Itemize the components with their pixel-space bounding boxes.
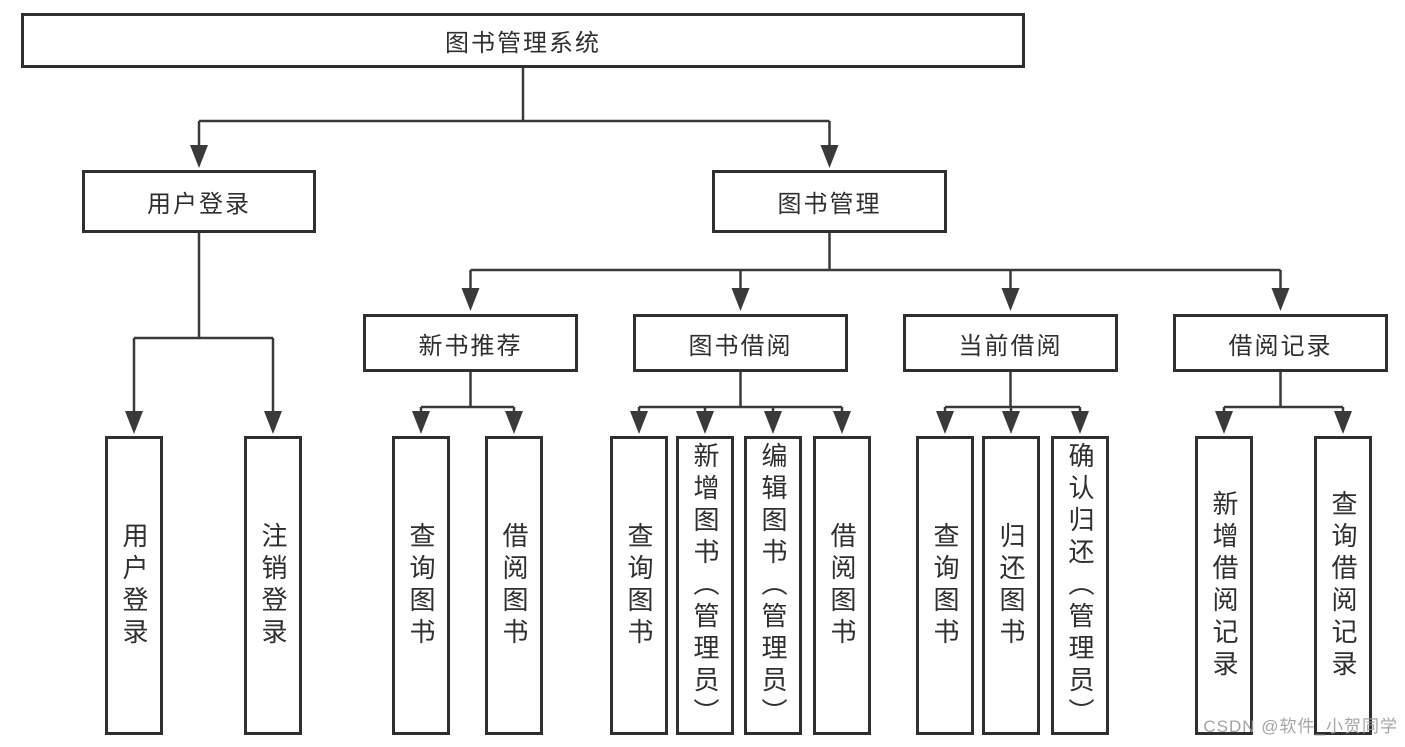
node-label: 图书管理系统 bbox=[445, 30, 601, 57]
arrowhead-icon bbox=[1215, 411, 1233, 434]
connector-borrowing-records-to-leaves bbox=[1215, 372, 1352, 434]
leaf-borrow-books-borrowing: 借阅图书 bbox=[813, 436, 871, 735]
leaf-edit-books-admin: 编辑图书（管理员） bbox=[744, 436, 802, 735]
arrowhead-icon bbox=[936, 411, 954, 434]
leaf-query-borrow-record: 查询借阅记录 bbox=[1314, 436, 1372, 735]
leaf-label: 查询图书 bbox=[930, 521, 960, 650]
arrowhead-icon bbox=[731, 288, 750, 311]
connector-new-book-recommend-to-leaves bbox=[412, 372, 523, 434]
leaf-label: 用户登录 bbox=[119, 521, 149, 650]
leaf-label: 归还图书 bbox=[996, 521, 1026, 650]
leaf-add-borrow-record: 新增借阅记录 bbox=[1195, 436, 1253, 735]
arrowhead-icon bbox=[630, 411, 648, 434]
leaf-logout: 注销登录 bbox=[244, 436, 302, 735]
arrowhead-icon bbox=[764, 411, 782, 434]
arrowhead-icon bbox=[1334, 411, 1352, 434]
connector-root-to-level2 bbox=[190, 68, 839, 168]
arrowhead-icon bbox=[190, 145, 208, 168]
leaf-label: 新增借阅记录 bbox=[1209, 489, 1239, 682]
leaf-borrow-books-recommend: 借阅图书 bbox=[485, 436, 543, 735]
arrowhead-icon bbox=[461, 288, 480, 311]
leaf-label: 确认归还（管理员） bbox=[1065, 441, 1095, 730]
leaf-confirm-return-admin: 确认归还（管理员） bbox=[1051, 436, 1109, 735]
leaf-query-books-borrowing: 查询图书 bbox=[610, 436, 668, 735]
node-label: 借阅记录 bbox=[1228, 332, 1333, 360]
arrowhead-icon bbox=[1002, 411, 1020, 434]
arrowhead-icon bbox=[696, 411, 714, 434]
node-current-borrowing: 当前借阅 bbox=[903, 314, 1118, 372]
arrowhead-icon bbox=[412, 411, 430, 434]
node-book-borrowing: 图书借阅 bbox=[633, 314, 848, 372]
node-label: 当前借阅 bbox=[958, 332, 1063, 360]
node-label: 用户登录 bbox=[147, 191, 251, 218]
leaf-return-books: 归还图书 bbox=[982, 436, 1040, 735]
arrowhead-icon bbox=[505, 411, 523, 434]
leaf-label: 编辑图书（管理员） bbox=[758, 441, 788, 730]
arrowhead-icon bbox=[1271, 288, 1290, 311]
arrowhead-icon bbox=[833, 411, 851, 434]
node-borrowing-records: 借阅记录 bbox=[1173, 314, 1388, 372]
node-book-management: 图书管理 bbox=[712, 170, 947, 233]
node-library-management-system: 图书管理系统 bbox=[21, 13, 1025, 68]
node-label: 图书借阅 bbox=[688, 332, 793, 360]
leaf-query-books-recommend: 查询图书 bbox=[392, 436, 450, 735]
leaf-label: 新增图书（管理员） bbox=[690, 441, 720, 730]
leaf-label: 查询图书 bbox=[624, 521, 654, 650]
connector-book-borrowing-to-leaves bbox=[630, 372, 851, 434]
connector-book-management-to-level3 bbox=[461, 233, 1290, 311]
connector-current-borrowing-to-leaves bbox=[936, 372, 1089, 434]
connector-user-login-to-leaves bbox=[125, 233, 282, 434]
node-label: 图书管理 bbox=[777, 191, 882, 218]
leaf-label: 借阅图书 bbox=[499, 521, 529, 650]
leaf-label: 注销登录 bbox=[258, 521, 288, 650]
arrowhead-icon bbox=[264, 411, 282, 434]
csdn-watermark: CSDN @软件_小贺同学 bbox=[1203, 717, 1398, 736]
leaf-label: 借阅图书 bbox=[827, 521, 857, 650]
arrowhead-icon bbox=[1001, 288, 1020, 311]
leaf-user-login: 用户登录 bbox=[105, 436, 163, 735]
arrowhead-icon bbox=[1071, 411, 1089, 434]
leaf-query-books-current: 查询图书 bbox=[916, 436, 974, 735]
leaf-label: 查询图书 bbox=[406, 521, 436, 650]
arrowhead-icon bbox=[125, 411, 143, 434]
node-label: 新书推荐 bbox=[418, 332, 523, 360]
node-new-book-recommend: 新书推荐 bbox=[363, 314, 578, 372]
arrowhead-icon bbox=[820, 145, 839, 168]
leaf-add-books-admin: 新增图书（管理员） bbox=[676, 436, 734, 735]
leaf-label: 查询借阅记录 bbox=[1328, 489, 1358, 682]
node-user-login: 用户登录 bbox=[82, 170, 316, 233]
